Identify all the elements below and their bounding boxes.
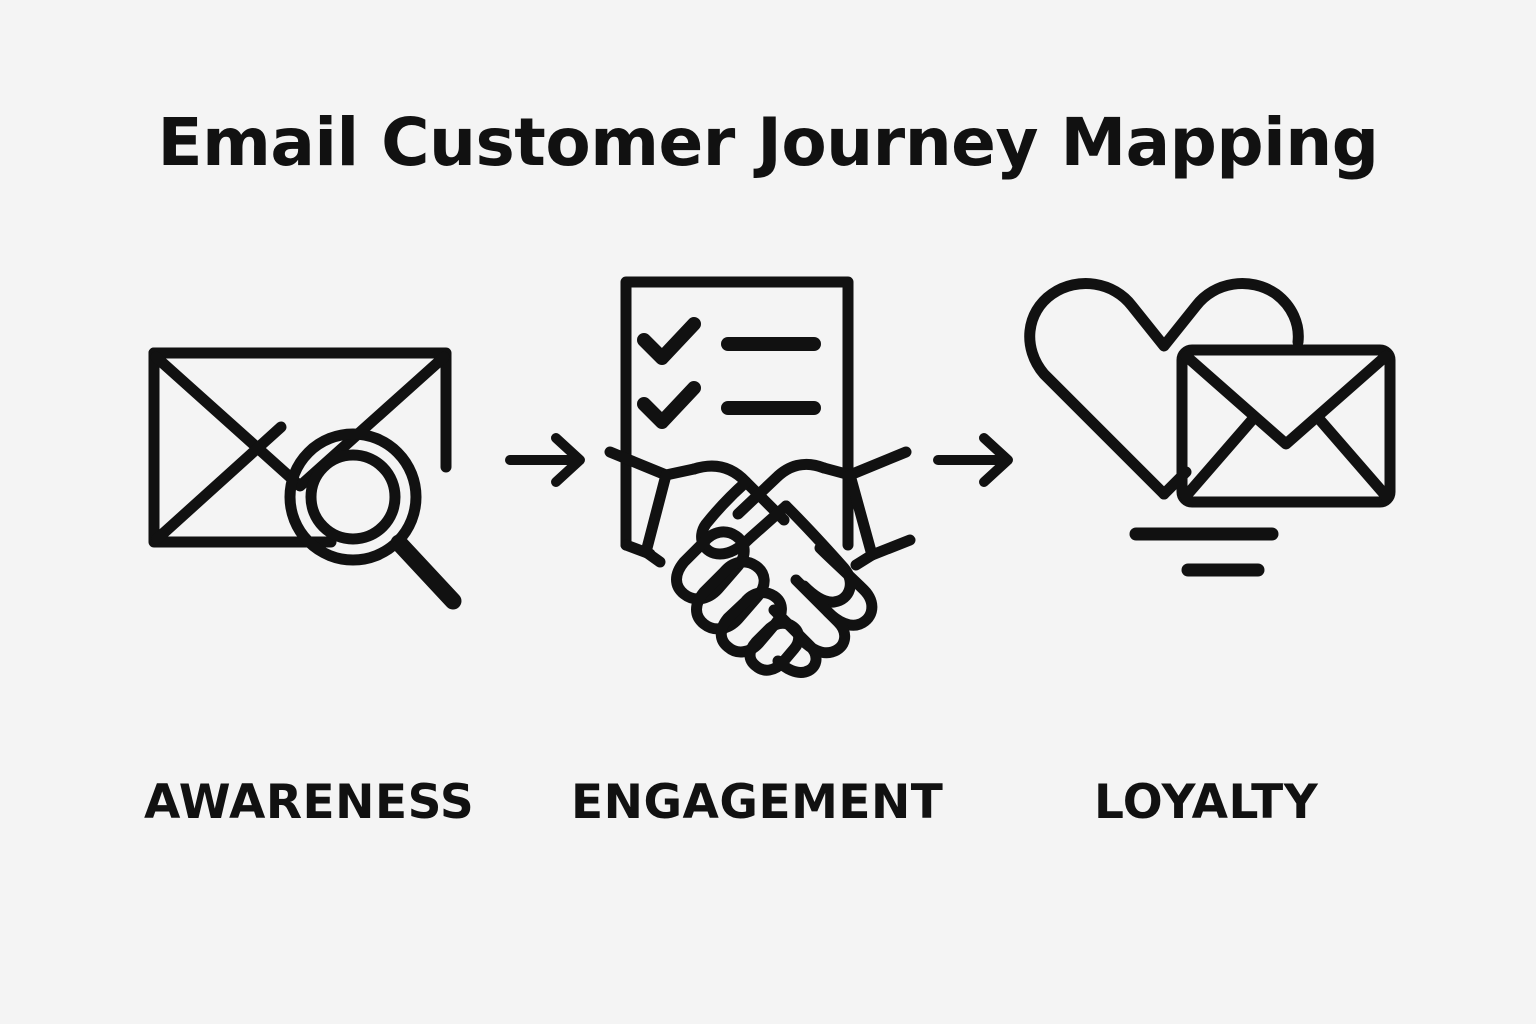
- envelope-flap: [1180, 350, 1392, 450]
- handshake-right-forearm: [818, 446, 912, 481]
- handshake-icon: [604, 446, 916, 678]
- stage-label-awareness: AWARENESS: [144, 775, 475, 830]
- handshake-right-cuff: [866, 534, 916, 561]
- heart-shape: [1024, 278, 1304, 500]
- flow-arrow-2: [928, 424, 1028, 496]
- magnifier-inner-ring: [305, 449, 401, 545]
- magnifier-handle: [390, 534, 462, 610]
- magnifier-outer-ring: [284, 428, 422, 566]
- checkmark-icon-2: [637, 381, 701, 429]
- stage-icon-engagement: [588, 262, 988, 678]
- envelope-flap: [150, 351, 450, 492]
- stage-icon-awareness: [118, 262, 518, 662]
- envelope-lower-right-diagonal: [1314, 414, 1392, 502]
- checklist-handshake-icon: [604, 276, 916, 678]
- handshake-right-finger-3: [768, 604, 822, 678]
- heart-envelope-icon: [1024, 278, 1396, 577]
- flow-arrow-1: [500, 424, 600, 496]
- document-outline: [620, 276, 854, 551]
- handshake-clasp: [780, 500, 856, 608]
- stage-label-engagement: ENGAGEMENT: [571, 775, 944, 830]
- arrow-right-icon: [505, 433, 585, 487]
- stage-label-loyalty: LOYALTY: [1094, 775, 1319, 830]
- envelope-lower-left-diagonal: [151, 421, 287, 545]
- handshake-right-hand-top: [732, 458, 830, 520]
- stage-icon-loyalty: [1020, 262, 1420, 662]
- page-title: Email Customer Journey Mapping: [157, 104, 1379, 181]
- handshake-left-sleeve: [640, 469, 672, 568]
- envelope-magnifier-icon: [148, 347, 462, 610]
- arrow-right-icon: [933, 433, 1013, 487]
- envelope-body: [1176, 344, 1396, 508]
- checkmark-icon-1: [637, 317, 701, 365]
- envelope-lower-left-diagonal: [1180, 414, 1258, 502]
